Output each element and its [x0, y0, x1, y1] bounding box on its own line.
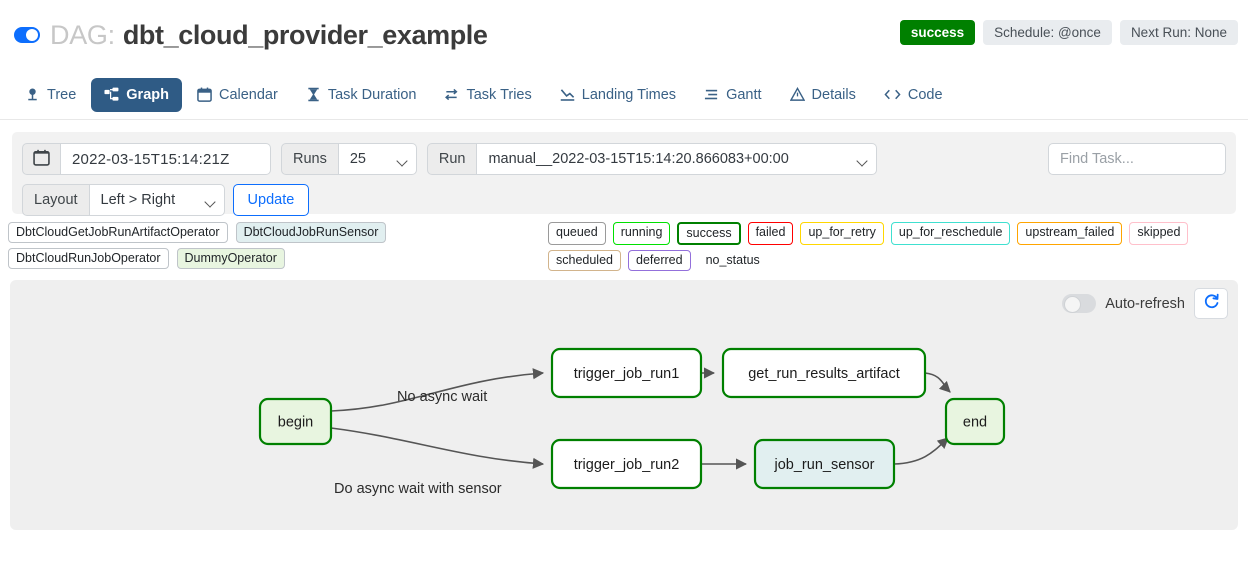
graph-svg: No async wait Do async wait with sensor …	[258, 347, 1006, 497]
refresh-icon	[1203, 293, 1220, 315]
graph-legend: DbtCloudGetJobRunArtifactOperator DbtClo…	[0, 214, 1248, 277]
dag-filter-panel: 2022-03-15T15:14:21Z Runs 25 Run manual_…	[12, 132, 1236, 216]
tab-task-duration[interactable]: Task Duration	[293, 78, 430, 112]
legend-state-no-status: no_status	[705, 253, 760, 267]
refresh-button[interactable]	[1194, 288, 1228, 319]
state-legend: queued running success failed up_for_ret…	[548, 222, 1240, 271]
schedule-badge: Schedule: @once	[983, 20, 1112, 45]
details-icon	[789, 87, 805, 102]
graph-edges	[330, 367, 951, 470]
layout-select[interactable]: Left > Right	[89, 184, 225, 216]
graph-node-get-run-results-artifact[interactable]: get_run_results_artifact	[721, 347, 927, 399]
edge-label-async-wait-sensor: Do async wait with sensor	[334, 481, 502, 497]
legend-state-up-for-reschedule: up_for_reschedule	[890, 222, 1011, 245]
edge-artifact-end	[924, 372, 951, 393]
legend-state-upstream-failed: upstream_failed	[1017, 222, 1123, 245]
graph-node-trigger-job-run2[interactable]: trigger_job_run2	[550, 438, 703, 490]
execution-date-input[interactable]: 2022-03-15T15:14:21Z	[61, 143, 271, 175]
auto-refresh-label: Auto-refresh	[1105, 295, 1185, 312]
node-label: trigger_job_run2	[574, 457, 680, 473]
dag-prefix-label: DAG:	[50, 19, 115, 50]
find-task-input[interactable]	[1048, 143, 1226, 175]
graph-refresh-bar: Auto-refresh	[1062, 288, 1228, 319]
gantt-icon	[704, 87, 719, 102]
tab-code[interactable]: Code	[871, 78, 956, 112]
node-label: get_run_results_artifact	[748, 366, 900, 382]
legend-operator: DbtCloudGetJobRunArtifactOperator	[8, 222, 228, 243]
tree-icon	[25, 87, 40, 102]
edge-sensor-end	[893, 437, 949, 465]
hourglass-icon	[306, 87, 321, 102]
graph-node-end[interactable]: end	[944, 397, 1006, 446]
node-label: job_run_sensor	[774, 457, 875, 473]
filter-row-primary: 2022-03-15T15:14:21Z Runs 25 Run manual_…	[22, 143, 1226, 175]
tab-details[interactable]: Details	[777, 78, 869, 112]
run-label: Run	[426, 143, 478, 175]
calendar-icon	[197, 87, 212, 102]
edge-begin-trigger1	[330, 368, 545, 412]
tab-label: Calendar	[218, 86, 278, 103]
legend-state-success: success	[677, 222, 741, 245]
next-run-badge: Next Run: None	[1119, 20, 1238, 45]
tab-label: Task Tries	[466, 86, 532, 103]
tab-label: Tree	[47, 86, 77, 103]
layout-label: Layout	[22, 184, 90, 216]
legend-operator: DummyOperator	[176, 248, 285, 269]
filter-row-layout: Layout Left > Right Update	[22, 184, 1226, 216]
node-label: end	[963, 415, 987, 431]
calendar-icon	[33, 149, 50, 170]
code-icon	[884, 87, 901, 102]
legend-state-scheduled: scheduled	[548, 250, 621, 271]
legend-state-failed: failed	[747, 222, 794, 245]
tab-gantt[interactable]: Gantt	[691, 78, 774, 112]
legend-state-skipped: skipped	[1129, 222, 1189, 245]
update-button[interactable]: Update	[232, 184, 310, 216]
tab-label: Task Duration	[327, 86, 417, 103]
graph-node-trigger-job-run1[interactable]: trigger_job_run1	[550, 347, 703, 399]
retry-icon	[444, 87, 459, 102]
legend-state-running: running	[612, 222, 671, 245]
legend-operator: DbtCloudRunJobOperator	[8, 248, 169, 269]
node-label: trigger_job_run1	[574, 366, 680, 382]
dag-run-select[interactable]: manual__2022-03-15T15:14:20.866083+00:00	[477, 143, 878, 175]
legend-state-deferred: deferred	[628, 250, 691, 271]
header-badges: success Schedule: @once Next Run: None	[899, 20, 1238, 45]
auto-refresh-toggle[interactable]	[1062, 294, 1097, 313]
tab-landing-times[interactable]: Landing Times	[547, 78, 689, 112]
graph-node-begin[interactable]: begin	[258, 397, 333, 446]
legend-state-up-for-retry: up_for_retry	[800, 222, 884, 245]
legend-state-queued: queued	[548, 222, 606, 245]
dag-view-tabs: Tree Graph Calendar Task Duration Task T…	[0, 70, 1248, 193]
graph-node-job-run-sensor[interactable]: job_run_sensor	[753, 438, 896, 490]
tab-label: Graph	[126, 86, 169, 103]
node-label: begin	[278, 415, 313, 431]
status-badge: success	[899, 20, 976, 45]
tab-calendar[interactable]: Calendar	[184, 78, 291, 112]
tab-tree[interactable]: Tree	[12, 78, 89, 112]
tab-label: Gantt	[726, 86, 762, 103]
tab-graph[interactable]: Graph	[91, 77, 182, 112]
tab-task-tries[interactable]: Task Tries	[431, 78, 544, 112]
tab-label: Landing Times	[581, 86, 677, 103]
date-picker-button[interactable]	[22, 143, 61, 175]
graph-icon	[104, 87, 119, 102]
page-title: dbt_cloud_provider_example	[122, 19, 488, 50]
edge-label-no-async-wait: No async wait	[397, 389, 487, 405]
operator-legend: DbtCloudGetJobRunArtifactOperator DbtClo…	[8, 222, 548, 269]
num-runs-select[interactable]: 25	[338, 143, 417, 175]
edge-begin-trigger2	[330, 427, 545, 469]
dag-header: DAG: dbt_cloud_provider_example success …	[0, 0, 1248, 70]
tab-label: Details	[811, 86, 856, 103]
tab-label: Code	[907, 86, 943, 103]
dag-graph-canvas[interactable]: Auto-refresh No async wait	[10, 280, 1238, 530]
legend-operator: DbtCloudJobRunSensor	[235, 222, 387, 243]
runs-label: Runs	[281, 143, 339, 175]
dag-pause-toggle[interactable]	[14, 27, 40, 43]
landing-icon	[560, 87, 575, 102]
